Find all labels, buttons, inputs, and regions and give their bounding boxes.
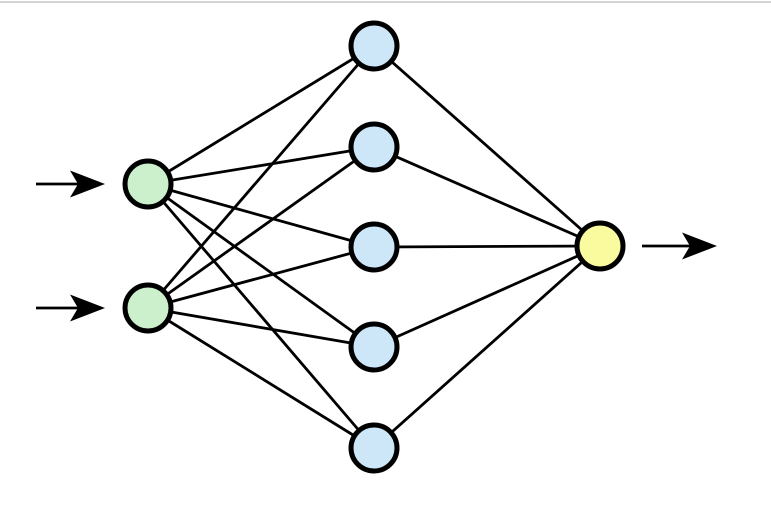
edge-input-2-hidden-2	[147, 145, 375, 310]
node-hidden-1	[348, 20, 400, 72]
edge-input-1-hidden-1	[147, 44, 375, 186]
edge-hidden-4-output-1	[373, 244, 601, 349]
node-hidden-2	[348, 121, 400, 173]
edge-hidden-1-output-1	[373, 44, 601, 248]
node-input-1	[122, 158, 174, 210]
edge-input-2-hidden-1	[146, 45, 376, 309]
input-arrow-1-head	[70, 170, 105, 198]
node-output-1	[574, 220, 626, 272]
node-hidden-3	[348, 221, 400, 273]
edge-hidden-3-output-1	[373, 244, 601, 249]
edge-input-1-hidden-4	[147, 182, 375, 349]
node-hidden-4	[348, 321, 400, 373]
node-hidden-5	[348, 422, 400, 474]
top-border-line	[0, 1, 771, 3]
edge-hidden-5-output-1	[373, 244, 601, 450]
edge-input-1-hidden-3	[147, 182, 375, 249]
edge-input-1-hidden-2	[147, 145, 375, 186]
input-arrow-2-head	[70, 294, 105, 322]
node-input-2	[122, 282, 174, 334]
edge-hidden-2-output-1	[373, 145, 601, 248]
output-arrow-1-head	[682, 232, 717, 260]
edge-input-2-hidden-4	[147, 306, 375, 349]
edge-input-2-hidden-3	[147, 245, 375, 310]
edge-input-1-hidden-5	[146, 183, 376, 449]
edge-input-2-hidden-5	[147, 306, 375, 450]
